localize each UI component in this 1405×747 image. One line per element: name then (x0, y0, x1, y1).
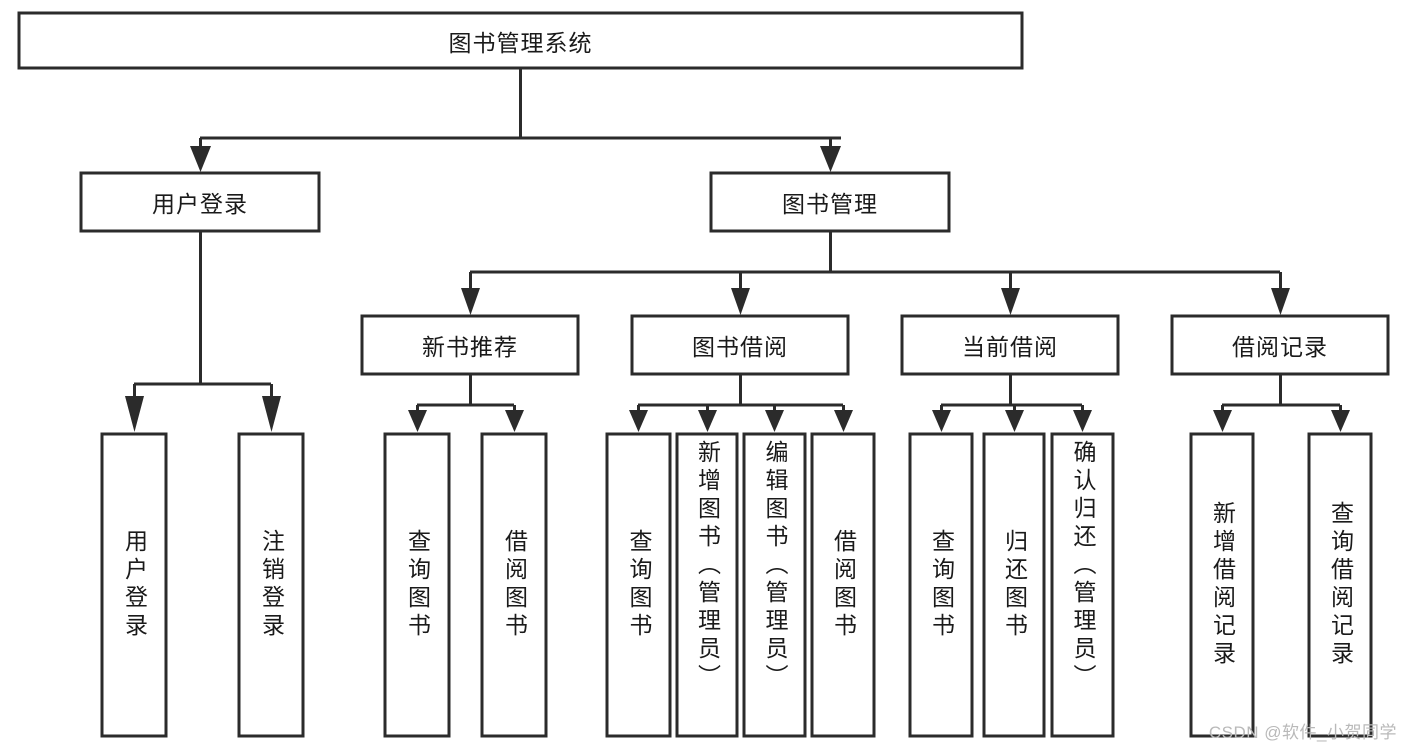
arrow-head-icon (505, 410, 524, 432)
node-box-leaf[interactable] (1307, 432, 1373, 738)
arrow-head-icon (262, 396, 281, 432)
arrow-head-icon (1271, 288, 1290, 315)
arrow-head-icon (125, 396, 144, 432)
arrow-head-icon (1001, 288, 1020, 315)
node-box-root[interactable] (17, 11, 1024, 70)
node-box-leaf[interactable] (810, 432, 876, 738)
arrow-head-icon (834, 410, 853, 432)
arrow-head-icon (698, 410, 717, 432)
node-box-leaf[interactable] (100, 432, 168, 738)
node-box-leaf[interactable] (605, 432, 672, 738)
node-box-leaf[interactable] (908, 432, 974, 738)
node-box-leaf[interactable] (237, 432, 305, 738)
arrow-head-icon (932, 410, 951, 432)
arrow-head-icon (731, 288, 750, 315)
node-box-book-management[interactable] (709, 171, 951, 233)
node-box-book-borrow[interactable] (630, 314, 850, 376)
arrow-head-icon (1331, 410, 1350, 432)
node-box-leaf[interactable] (742, 432, 807, 738)
node-box-leaf[interactable] (1189, 432, 1255, 738)
arrow-head-icon (1213, 410, 1232, 432)
arrow-head-icon (461, 288, 480, 315)
node-box-layer (17, 11, 1390, 738)
arrow-head-icon (629, 410, 648, 432)
node-box-current-borrow[interactable] (900, 314, 1120, 376)
node-box-leaf[interactable] (1050, 432, 1115, 738)
node-box-leaf[interactable] (982, 432, 1046, 738)
node-box-user-login[interactable] (79, 171, 321, 233)
arrow-head-icon (1073, 410, 1092, 432)
connector-layer (125, 68, 1350, 432)
arrow-head-icon (1005, 410, 1024, 432)
arrow-head-icon (765, 410, 784, 432)
node-box-leaf[interactable] (480, 432, 548, 738)
node-box-leaf[interactable] (675, 432, 739, 738)
arrow-head-icon (190, 146, 211, 172)
node-box-borrow-record[interactable] (1170, 314, 1390, 376)
node-box-new-book-recommend[interactable] (360, 314, 580, 376)
arrow-head-icon (408, 410, 427, 432)
node-box-leaf[interactable] (383, 432, 451, 738)
arrow-head-icon (820, 146, 841, 172)
